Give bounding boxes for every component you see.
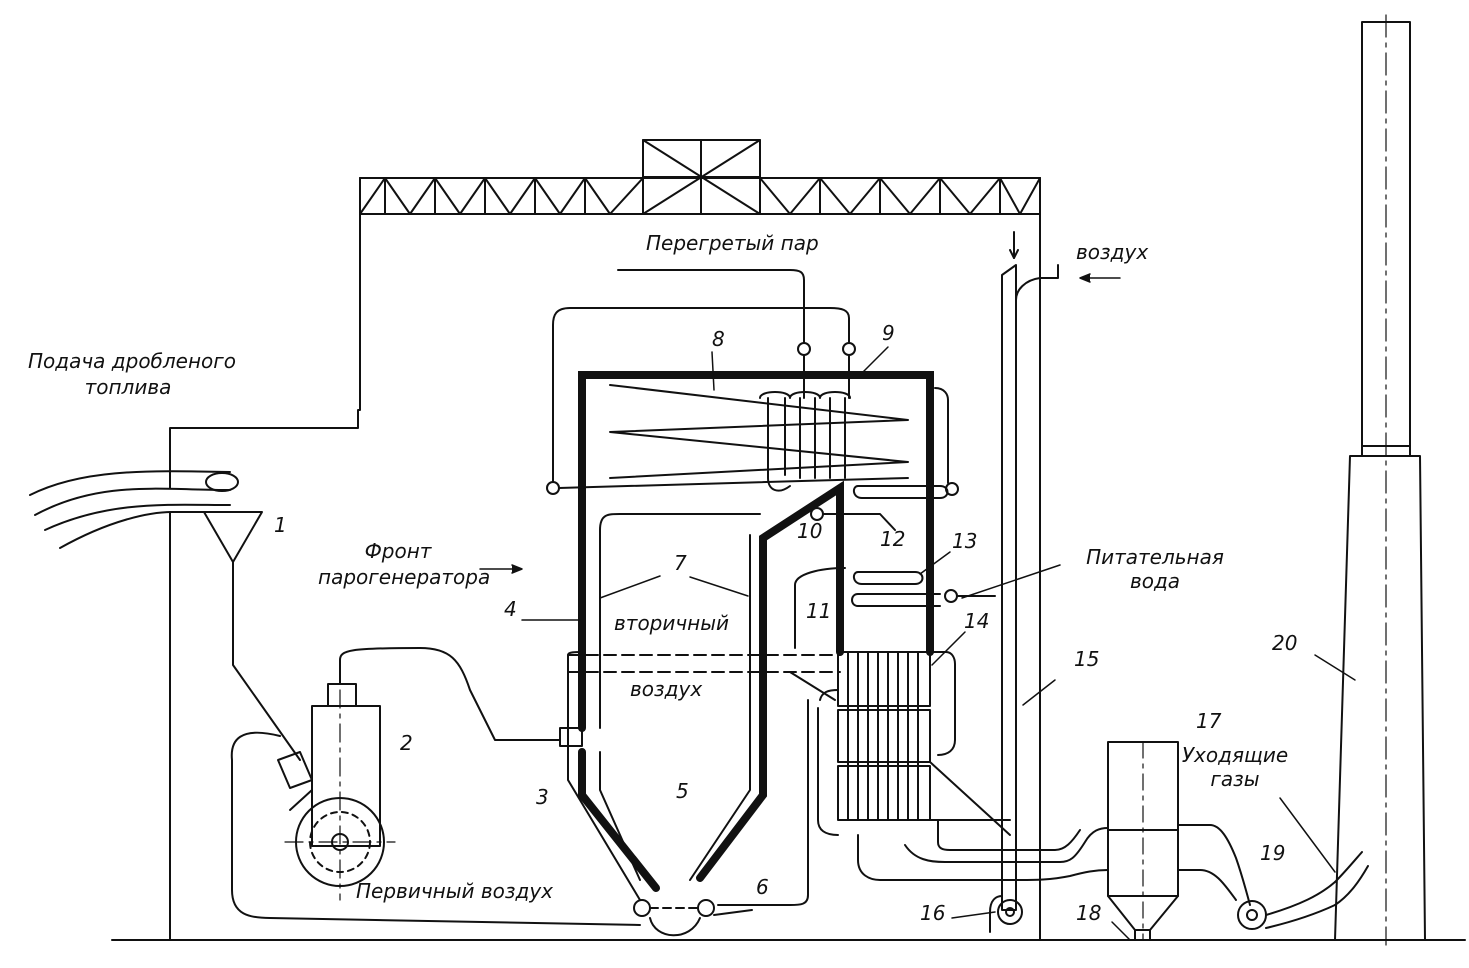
number-14: 14 [964, 609, 990, 633]
secondary-air-wall [567, 651, 836, 701]
number-4: 4 [504, 597, 517, 621]
primary-air-duct [230, 731, 641, 926]
number-2: 2 [400, 731, 413, 755]
mill-to-burner-duct [339, 647, 561, 741]
exhaust-gases-line2: газы [1210, 767, 1260, 791]
number-10: 10 [797, 519, 823, 543]
number-16: 16 [920, 901, 946, 925]
furnace-outer-walls [567, 513, 809, 906]
number-13: 13 [952, 529, 978, 553]
precipitator [1107, 741, 1179, 941]
fan-inlet-duct [1177, 824, 1251, 906]
number-12: 12 [880, 527, 906, 551]
superheated-steam-label: Перегретый пар [646, 231, 819, 255]
number-19: 19 [1260, 841, 1286, 865]
number-8: 8 [712, 327, 725, 351]
number-5: 5 [676, 779, 689, 803]
superheater [546, 269, 959, 496]
arrows [479, 273, 1121, 574]
exhaust-gases-label: Уходящие газы [1180, 744, 1290, 790]
number-17: 17 [1196, 709, 1222, 733]
fuel-supply-label: Подача дробленого топлива [28, 349, 237, 399]
number-3: 3 [536, 785, 549, 809]
boiler-front-line2: парогенератора [318, 565, 491, 589]
number-11: 11 [806, 599, 832, 623]
number-20: 20 [1272, 631, 1298, 655]
number-6: 6 [756, 875, 769, 899]
boiler-front-line1: Фронт [364, 539, 432, 563]
exhaust-gases-line1: Уходящие [1181, 743, 1289, 767]
secondary-air-label-2: воздух [630, 677, 703, 701]
boiler-front-label: Фронт парогенератора [318, 539, 491, 589]
fuel-hopper [203, 511, 301, 761]
chimney [1334, 14, 1426, 946]
feed-water-line1: Питательная [1086, 545, 1224, 569]
feed-water-line2: вода [1129, 569, 1181, 593]
fuel-supply-line1: Подача дробленого [28, 349, 237, 373]
fuel-supply-pipes [29, 470, 239, 549]
fuel-supply-line2: топлива [84, 375, 172, 399]
primary-air-label: Первичный воздух [356, 879, 554, 903]
number-18: 18 [1076, 901, 1102, 925]
air-duct [1001, 231, 1059, 911]
leader-lines [521, 346, 1356, 941]
number-7: 7 [674, 551, 687, 575]
exhaust-fan-16 [989, 895, 1023, 933]
secondary-air-label-1: вторичный [614, 611, 730, 635]
ash-drums [633, 899, 753, 937]
roof-truss [359, 139, 1041, 215]
number-1: 1 [274, 513, 287, 537]
feed-water-label: Питательная вода [1070, 546, 1240, 592]
furnace-walls [578, 371, 934, 892]
secondary-air-duct [567, 654, 841, 673]
coal-mill [277, 683, 396, 901]
number-15: 15 [1074, 647, 1100, 671]
flue-fan-19 [1237, 851, 1369, 930]
flue-gas-duct [857, 761, 1109, 881]
building-outline [169, 177, 1041, 941]
air-heater [817, 651, 956, 836]
number-9: 9 [882, 321, 895, 345]
air-inlet-label: воздух [1076, 240, 1149, 264]
